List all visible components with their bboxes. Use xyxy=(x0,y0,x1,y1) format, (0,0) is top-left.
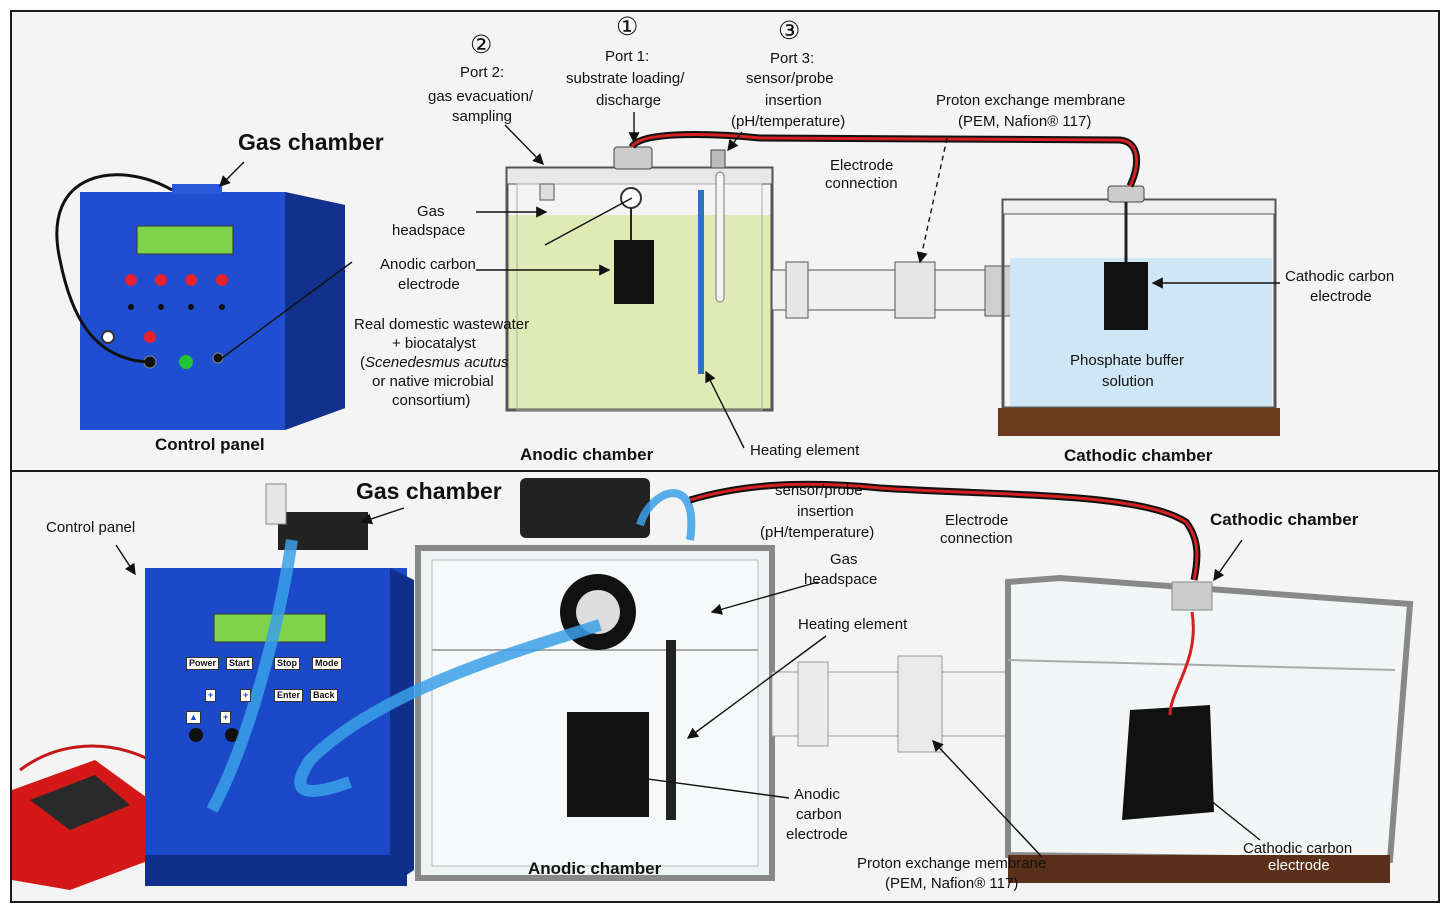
top-anodic-electrode-1: Anodic carbon xyxy=(380,256,476,273)
top-electrode-connection-1: Electrode xyxy=(830,157,894,174)
port1-title: Port 1: xyxy=(605,48,650,65)
top-wastewater-5: consortium) xyxy=(392,392,471,409)
bottom-sensor-1: sensor/probe xyxy=(775,482,863,499)
bottom-anodic-chamber-label: Anodic chamber xyxy=(528,859,662,878)
top-anode-electrode xyxy=(614,240,654,304)
top-buffer-1: Phosphate buffer xyxy=(1070,352,1184,369)
top-gas-chamber-label: Gas chamber xyxy=(238,129,384,155)
port3-desc-3: (pH/temperature) xyxy=(731,113,846,130)
top-anodic-chamber xyxy=(505,146,774,412)
back-button[interactable]: Back xyxy=(310,689,338,702)
bottom-cathodic-electrode-1: Cathodic carbon xyxy=(1243,840,1353,857)
port1-number: ① xyxy=(616,13,639,41)
top-cathodic-electrode-2: electrode xyxy=(1310,288,1372,305)
port2-desc-1: gas evacuation/ xyxy=(428,88,534,105)
port1-desc-1: substrate loading/ xyxy=(566,70,685,87)
plus-button-1[interactable]: + xyxy=(205,689,217,702)
top-anodic-chamber-label: Anodic chamber xyxy=(520,445,654,464)
up-button[interactable]: ▲ xyxy=(186,711,201,724)
top-cathodic-chamber-label: Cathodic chamber xyxy=(1064,446,1213,465)
port1-desc-2: discharge xyxy=(596,92,662,109)
bottom-pem-label-2: (PEM, Nafion® 117) xyxy=(885,875,1019,892)
bottom-gas-headspace-2: headspace xyxy=(804,571,878,588)
top-gas-headspace-1: Gas xyxy=(417,203,445,220)
bottom-anodic-electrode-3: electrode xyxy=(786,826,848,843)
top-wastewater-1: Real domestic wastewater xyxy=(354,316,530,333)
top-pem-label-1: Proton exchange membrane xyxy=(936,92,1126,109)
plus-button-3[interactable]: + xyxy=(220,711,232,724)
port3-number: ③ xyxy=(778,17,801,45)
bottom-cathodic-chamber xyxy=(1005,574,1414,883)
top-wastewater-3: (Scenedesmus acutus xyxy=(360,354,509,371)
bottom-anodic-electrode-2: carbon xyxy=(796,806,842,823)
bottom-cathode-electrode xyxy=(1122,705,1214,820)
top-cathode-electrode xyxy=(1104,262,1148,330)
top-port1 xyxy=(613,146,653,170)
top-pem-label-2: (PEM, Nafion® 117) xyxy=(958,113,1092,130)
bottom-gas-headspace-1: Gas xyxy=(830,551,858,568)
port2-number: ② xyxy=(470,31,493,59)
bottom-cathodic-electrode-2: electrode xyxy=(1268,857,1330,874)
top-cathodic-electrode-1: Cathodic carbon xyxy=(1285,268,1395,285)
top-port3 xyxy=(710,149,726,169)
bottom-pem-label-1: Proton exchange membrane xyxy=(857,855,1047,872)
top-control-panel-label: Control panel xyxy=(155,435,265,454)
top-gas-chamber-box xyxy=(172,184,222,194)
bottom-power-supply xyxy=(12,744,151,890)
top-wastewater-4: or native microbial xyxy=(372,373,494,390)
top-control-panel xyxy=(55,173,345,430)
port3-title: Port 3: xyxy=(770,50,815,67)
bottom-sensor-3: (pH/temperature) xyxy=(760,524,875,541)
start-button[interactable]: Start xyxy=(226,657,253,670)
enter-button[interactable]: Enter xyxy=(274,689,304,702)
bottom-anodic-electrode-1: Anodic xyxy=(794,786,840,803)
bottom-heating-element: Heating element xyxy=(798,616,908,633)
top-electrode-connection-2: connection xyxy=(825,175,898,192)
bottom-electrode-connection-1: Electrode xyxy=(945,512,1009,529)
port3-desc-1: sensor/probe xyxy=(746,70,834,87)
bottom-electrode-connection-2: connection xyxy=(940,530,1013,547)
top-pem-tube xyxy=(771,261,1018,319)
bottom-gas-chamber-label: Gas chamber xyxy=(356,478,502,504)
bottom-control-panel-label: Control panel xyxy=(46,519,136,536)
top-heating-element: Heating element xyxy=(750,442,860,459)
port3-desc-2: insertion xyxy=(765,92,822,109)
top-anodic-electrode-2: electrode xyxy=(398,276,460,293)
top-cathodic-chamber xyxy=(998,185,1280,436)
top-buffer-2: solution xyxy=(1102,373,1154,390)
top-wastewater-2: + biocatalyst xyxy=(392,335,476,352)
bottom-control-panel xyxy=(145,483,414,886)
bottom-anode-electrode xyxy=(567,712,649,817)
mode-button[interactable]: Mode xyxy=(312,657,342,670)
port2-title: Port 2: xyxy=(460,64,505,81)
top-gas-headspace-2: headspace xyxy=(392,222,466,239)
bottom-sensor-2: insertion xyxy=(797,503,854,520)
top-lcd-display xyxy=(136,225,234,255)
panel-divider xyxy=(10,470,1440,472)
bottom-anodic-chamber xyxy=(415,478,775,881)
bottom-cathodic-chamber-label: Cathodic chamber xyxy=(1210,510,1359,529)
port2-desc-2: sampling xyxy=(452,108,513,125)
plus-button-2[interactable]: + xyxy=(240,689,252,702)
stop-button[interactable]: Stop xyxy=(274,657,300,670)
power-button[interactable]: Power xyxy=(186,657,220,670)
